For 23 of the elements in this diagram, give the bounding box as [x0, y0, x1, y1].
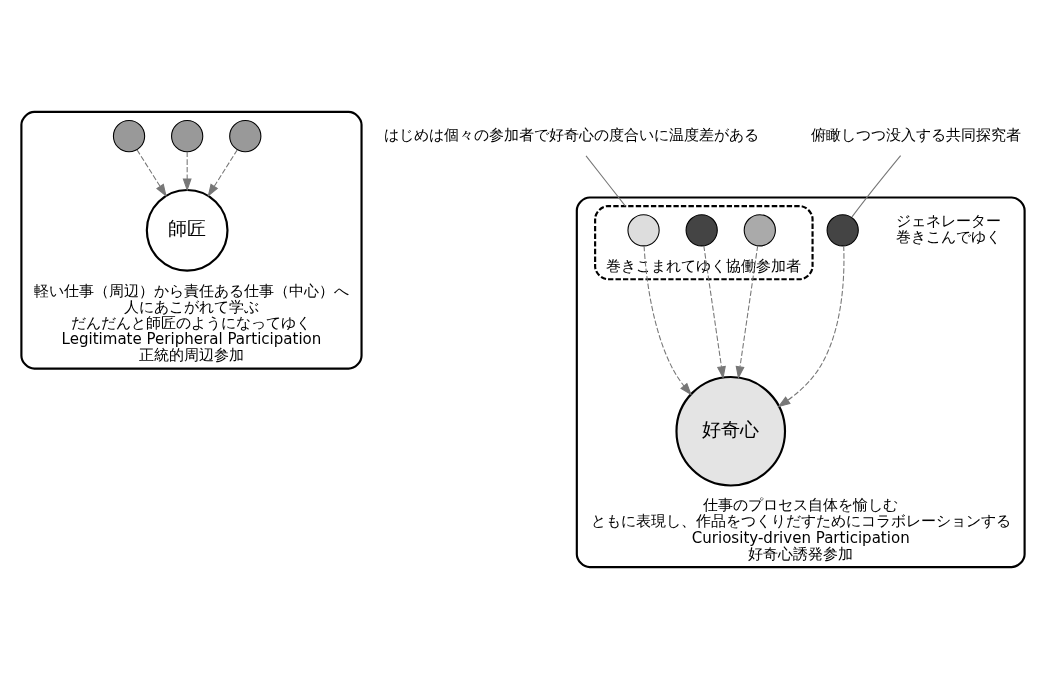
connector: [851, 155, 902, 218]
node-circle: [229, 120, 262, 153]
node-circle: [743, 214, 776, 247]
node-circle: 師匠: [145, 188, 229, 272]
node-circle: [826, 214, 859, 247]
node-text: 俯瞰しつつ没入する共同探究者: [810, 126, 1021, 145]
arrow: [703, 245, 726, 380]
node-circle: [627, 214, 660, 247]
node-circle: [112, 120, 146, 153]
cluster: 巻きこまれてゆく協働参加者: [594, 205, 814, 281]
node-label: ジェネレーター: [895, 212, 1001, 231]
node-label: 巻きこんでゆく: [895, 228, 1001, 247]
node-text: はじめは個々の参加者で好奇心の度合いに温度差がある: [383, 126, 759, 145]
arrow: [777, 245, 845, 408]
node-circle: 好奇心: [675, 375, 787, 487]
connector: [585, 155, 626, 207]
arrow: [735, 245, 759, 380]
node-circle: [171, 120, 204, 153]
arrow: [136, 149, 167, 197]
arrow: [182, 151, 192, 192]
arrow: [643, 245, 692, 396]
node-circle: [685, 214, 718, 247]
arrow: [207, 149, 238, 197]
